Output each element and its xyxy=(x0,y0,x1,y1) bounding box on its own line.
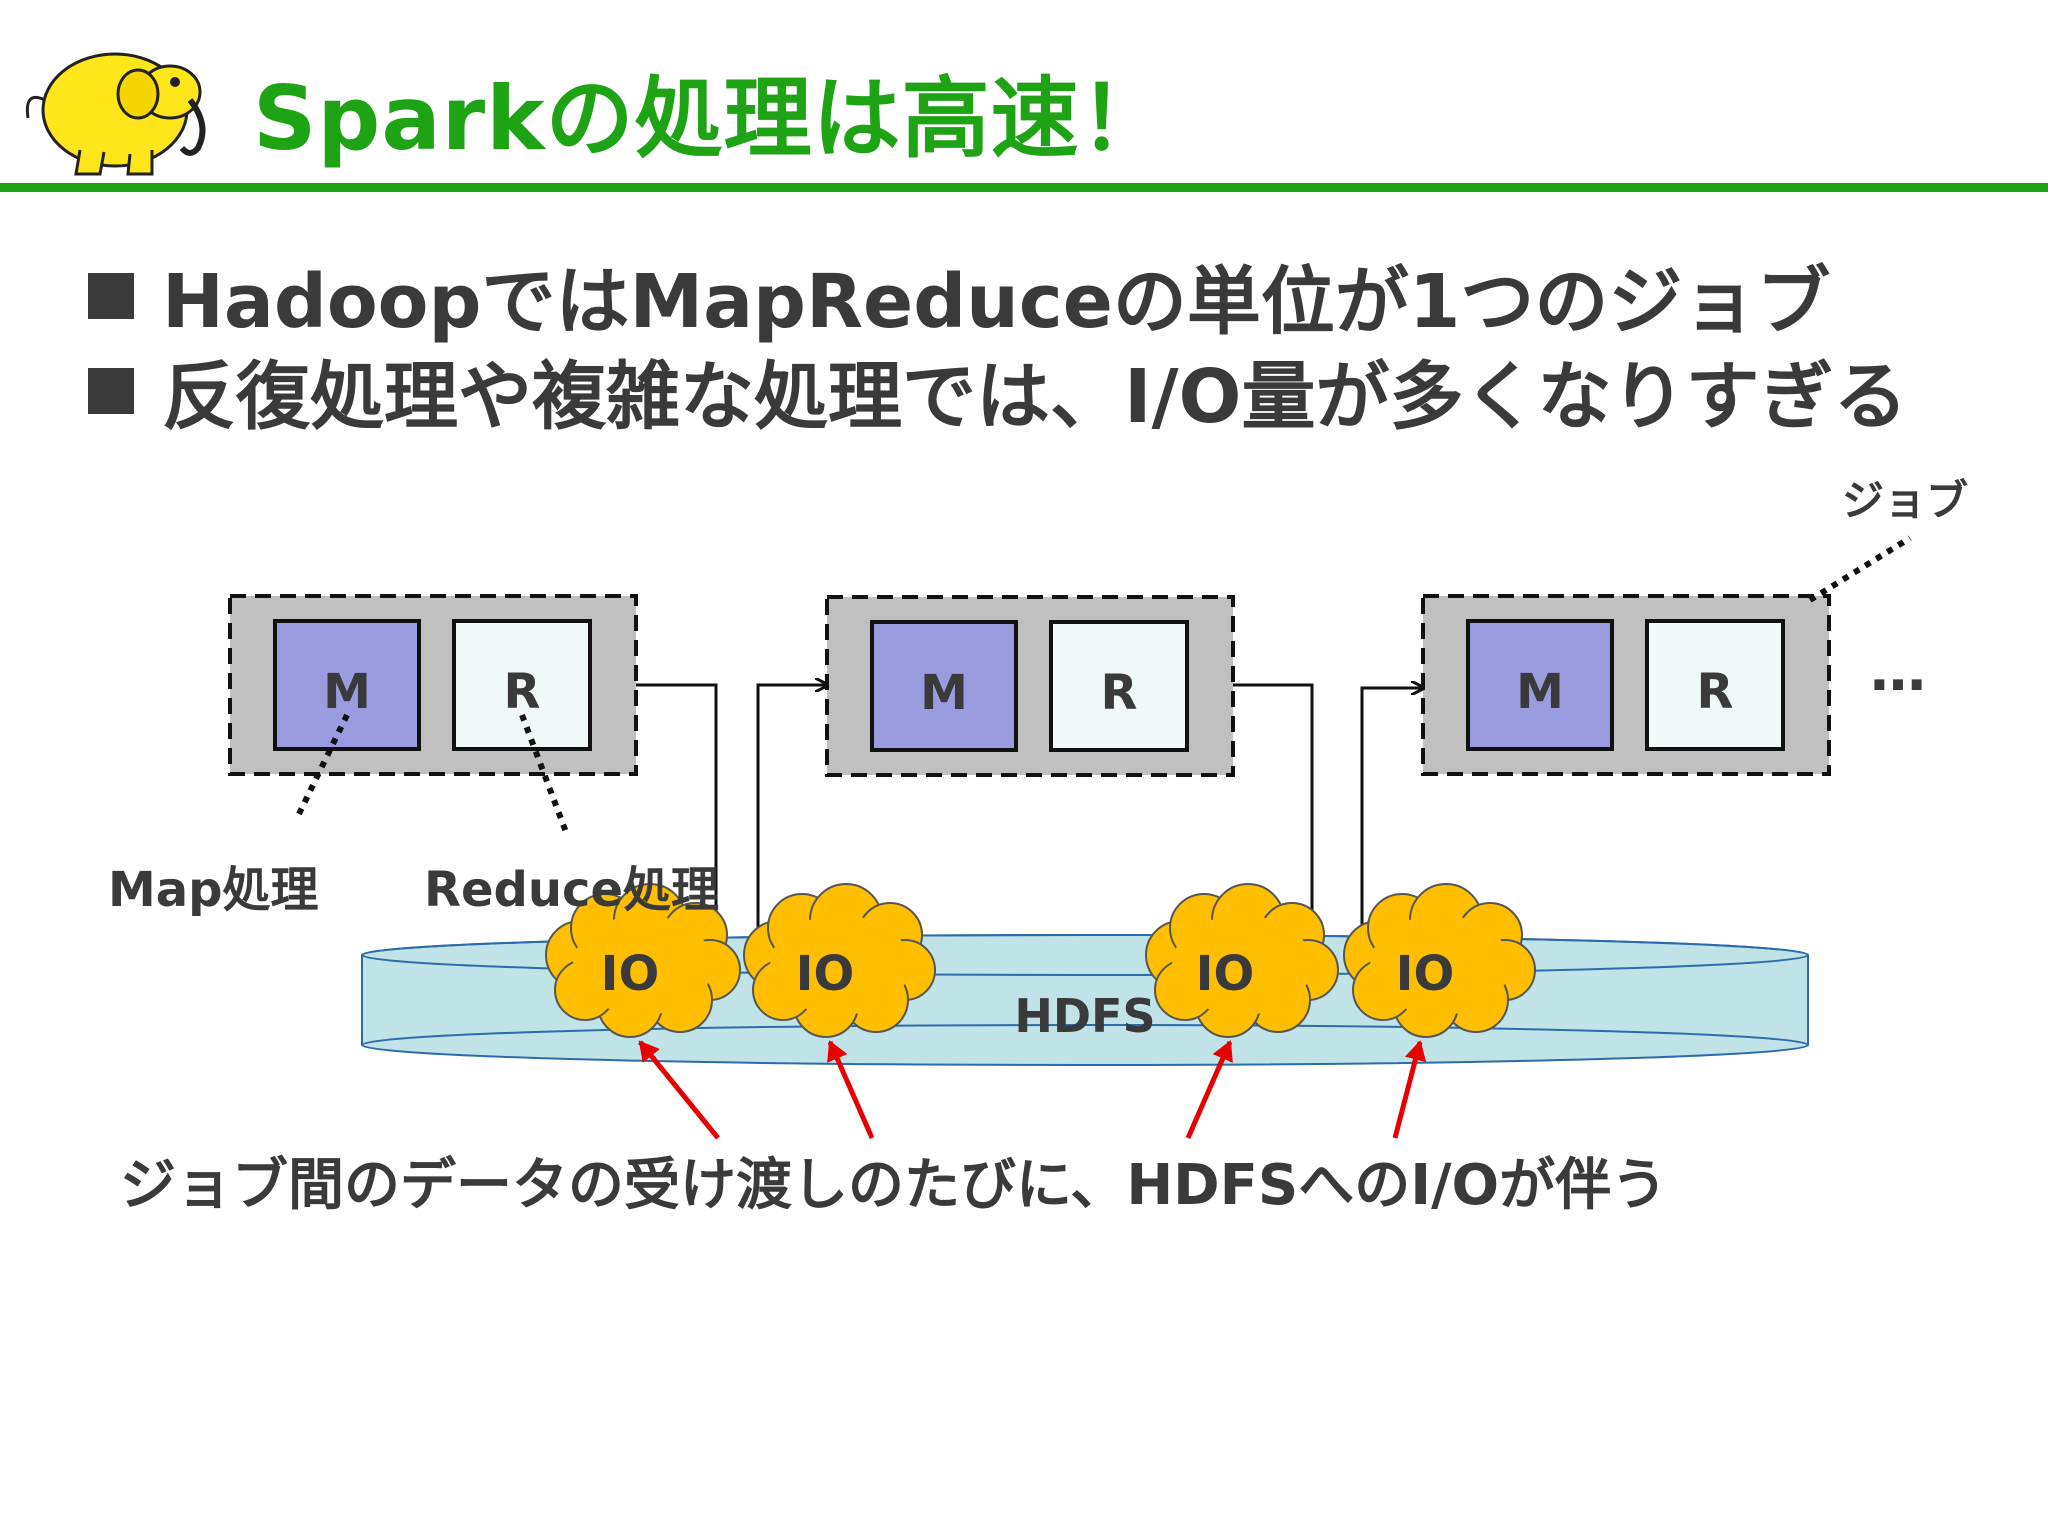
job-box xyxy=(825,595,1235,777)
ellipsis-label: … xyxy=(1870,639,1926,704)
data-flow-lines xyxy=(636,685,1423,935)
io-label: IO xyxy=(796,946,855,1002)
square-bullet-icon xyxy=(88,367,134,414)
dotted-pointers xyxy=(294,535,1912,834)
reduce-box-label: R xyxy=(1101,665,1138,721)
job-label: ジョブ xyxy=(1842,476,1968,525)
bullet-item: HadoopではMapReduceの単位が1つのジョブ xyxy=(88,242,1830,349)
io-cloud xyxy=(1145,883,1339,1038)
job-box xyxy=(228,594,638,776)
map-box-label: M xyxy=(920,665,968,721)
map-caption: Map処理 xyxy=(108,862,319,918)
io-cloud xyxy=(1343,883,1536,1038)
square-bullet-icon xyxy=(88,272,134,319)
job-box xyxy=(1421,594,1831,776)
page-title: Sparkの処理は高速！ xyxy=(253,67,1169,170)
reduce-caption: Reduce処理 xyxy=(424,862,720,918)
title-rule xyxy=(0,183,2048,192)
io-label: IO xyxy=(601,946,660,1002)
reduce-box-label: R xyxy=(504,664,541,720)
reduce-box-label: R xyxy=(1697,664,1734,720)
bullet-item: 反復処理や複雑な処理では、I/O量が多くなりすぎる xyxy=(88,337,1907,444)
bottom-caption: ジョブ間のデータの受け渡しのたびに、HDFSへのI/Oが伴う xyxy=(120,1153,1668,1218)
red-arrows xyxy=(638,1040,1427,1140)
io-label: IO xyxy=(1396,946,1455,1002)
bullet-text: HadoopではMapReduceの単位が1つのジョブ xyxy=(162,259,1831,345)
io-label: IO xyxy=(1196,946,1255,1002)
hdfs-label: HDFS xyxy=(1014,989,1155,1043)
hadoop-elephant-logo xyxy=(25,52,206,176)
io-cloud xyxy=(743,883,936,1038)
bullet-text: 反復処理や複雑な処理では、I/O量が多くなりすぎる xyxy=(162,354,1908,440)
map-box-label: M xyxy=(1516,664,1564,720)
map-box-label: M xyxy=(323,664,371,720)
io-cloud xyxy=(545,883,741,1038)
